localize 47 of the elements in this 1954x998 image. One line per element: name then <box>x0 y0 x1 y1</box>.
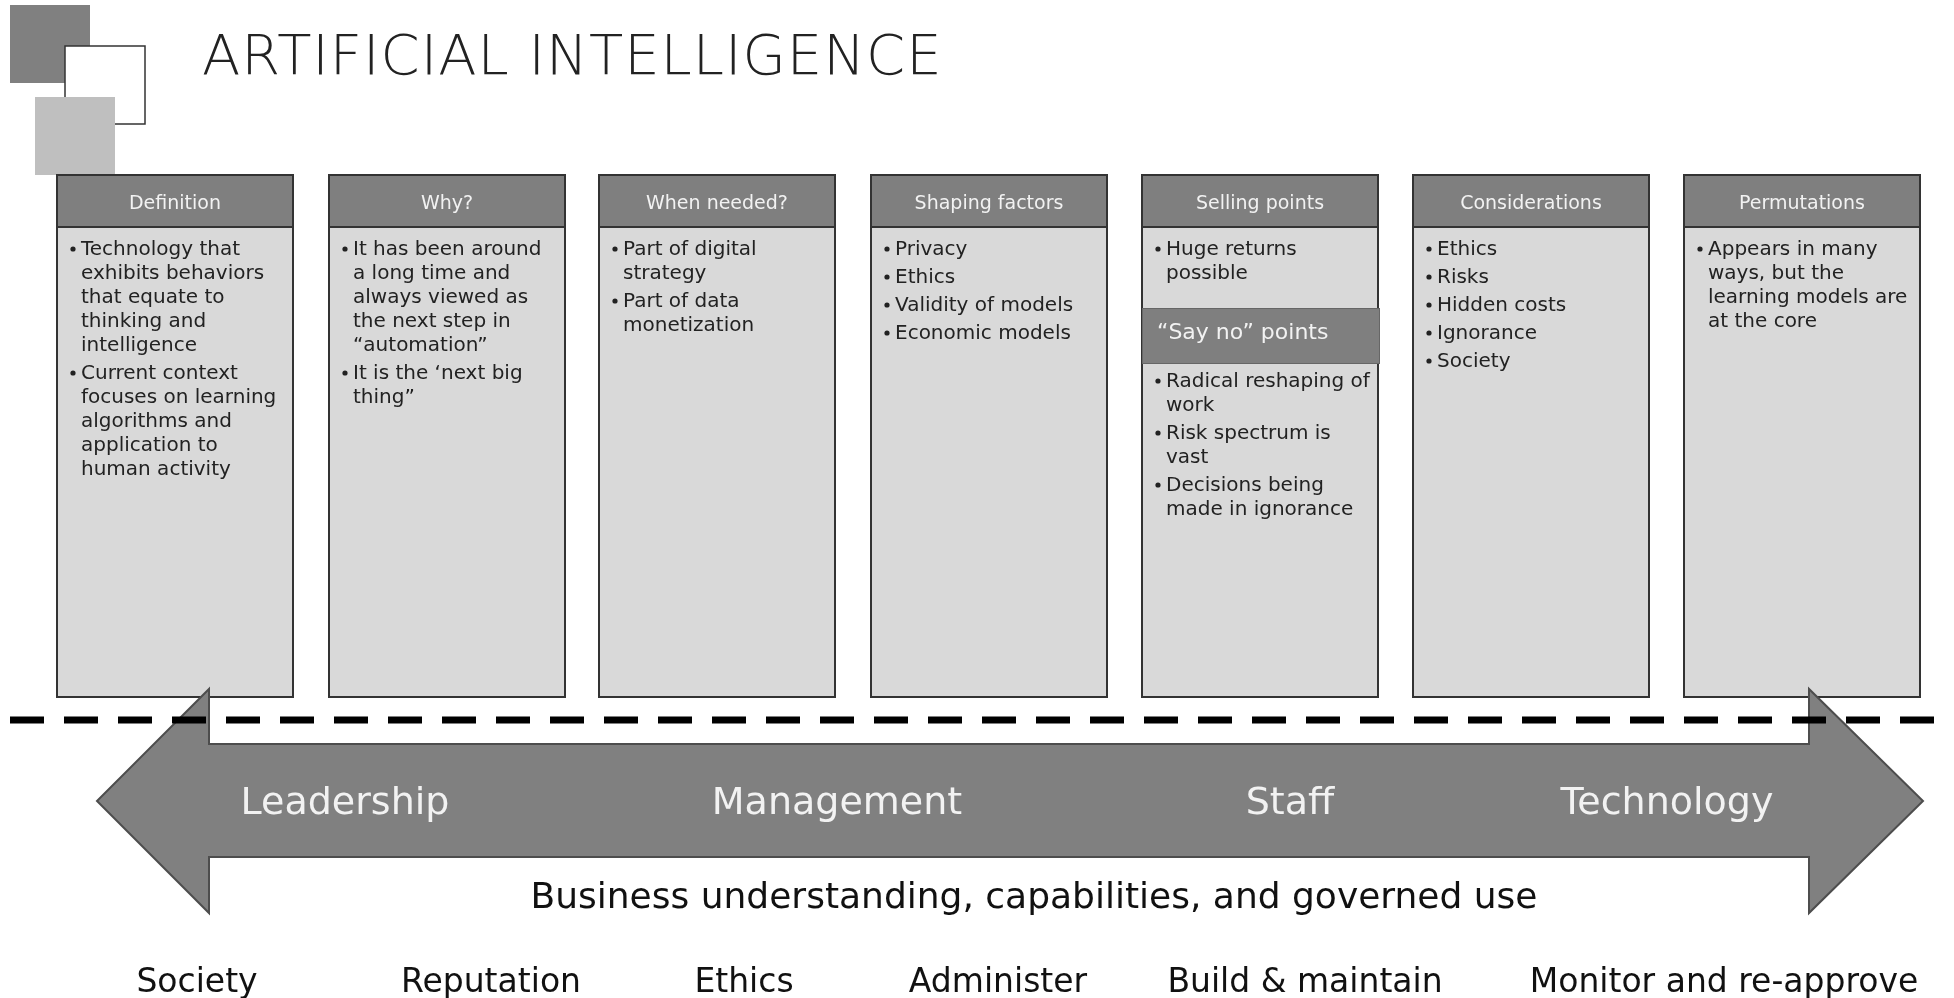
column-header: Definition <box>58 176 292 228</box>
column-card <box>1683 174 1921 698</box>
bullet-text: Part of digital strategy <box>623 236 758 284</box>
column-card <box>56 174 294 698</box>
bullet-text: Decisions being made in ignorance <box>1166 472 1355 520</box>
bullet-text: Privacy <box>895 236 968 260</box>
column-header: When needed? <box>600 176 834 228</box>
bullet-text: Part of data monetization <box>623 288 756 336</box>
bullet-text: Ignorance <box>1437 320 1537 344</box>
arrow-label: Leadership <box>240 779 450 823</box>
column-header: Considerations <box>1414 176 1648 228</box>
bullet-text: It is the ‘next big thing” <box>353 360 524 408</box>
title: ARTIFICIAL INTELLIGENCE <box>202 22 943 87</box>
bullet-text: Technology that exhibits behaviors that equate to thinking and intelligence <box>81 236 266 356</box>
column-header: Selling points <box>1143 176 1377 228</box>
bullet-text: Economic models <box>895 320 1071 344</box>
band-caption: Business understanding, capabilities, and governed use <box>530 874 1538 916</box>
bullet-text: Risks <box>1437 264 1489 288</box>
bullet-text: Ethics <box>1437 236 1498 260</box>
subheader-bar: “Say no” points <box>1142 308 1380 364</box>
bullet-text: Society <box>1437 348 1511 372</box>
bullet-text: Huge returns possible <box>1166 236 1298 284</box>
arrow-label: Technology <box>1560 779 1774 823</box>
arrow-label: Management <box>711 779 963 823</box>
bullet-text: Risk spectrum is vast <box>1166 420 1332 468</box>
column-card <box>328 174 566 698</box>
column-card <box>1141 174 1379 698</box>
bullet-text: Current context focuses on learning algorithms and application to human activity <box>81 360 278 480</box>
column-card <box>598 174 836 698</box>
bullet-text: Validity of models <box>895 292 1074 316</box>
bottom-label: Monitor and re-approve <box>1529 960 1919 998</box>
column-header: Permutations <box>1685 176 1919 228</box>
bottom-label: Reputation <box>401 960 581 998</box>
bullet-text: Appears in many ways, but the learning models are at the core <box>1708 236 1909 332</box>
column-header: Why? <box>330 176 564 228</box>
bottom-label: Build & maintain <box>1167 960 1443 998</box>
bullet-text: Hidden costs <box>1437 292 1567 316</box>
column-card <box>1412 174 1650 698</box>
column-card <box>870 174 1108 698</box>
bottom-label: Administer <box>908 960 1088 998</box>
bullet-text: Ethics <box>895 264 956 288</box>
bottom-label: Ethics <box>694 960 794 998</box>
arrow-label: Staff <box>1245 779 1335 823</box>
bullet-text: It has been around a long time and always viewed as the next step in “automation” <box>353 236 543 356</box>
bullet-text: Radical reshaping of work <box>1166 368 1371 416</box>
column-header: Shaping factors <box>872 176 1106 228</box>
bottom-label: Society <box>136 960 258 998</box>
